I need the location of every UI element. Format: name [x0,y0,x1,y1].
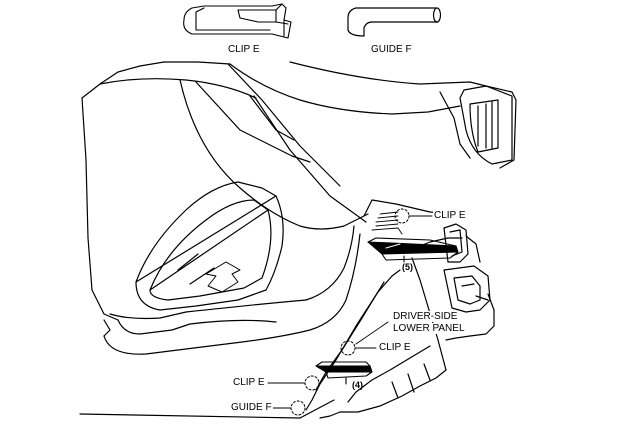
clip-e-icon [183,3,292,39]
driver-side-lower-panel [305,223,495,419]
callout-clip-e-middle: CLIP E [378,342,412,353]
guide-f-icon [347,7,442,37]
clip-5 [367,237,459,263]
callout-clip-e-lower: CLIP E [232,377,266,388]
clip-e-lower-marker [304,375,320,391]
legend-clip-e-label: CLIP E [227,44,261,55]
clip-4 [315,361,373,385]
callout-panel-line2: LOWER PANEL [392,323,466,334]
leader-lines [267,215,433,409]
callout-panel-line1: DRIVER-SIDE [392,311,459,322]
callout-guide-f: GUIDE F [230,402,273,413]
callout-step-4: (4) [352,380,363,390]
callout-step-5: (5) [402,262,413,272]
clip-e-upper-stack [371,211,403,235]
callout-clip-e-upper: CLIP E [433,210,467,221]
dashboard-outline [79,61,517,419]
guide-f-marker [290,400,306,416]
legend-guide-f-label: GUIDE F [370,44,413,55]
